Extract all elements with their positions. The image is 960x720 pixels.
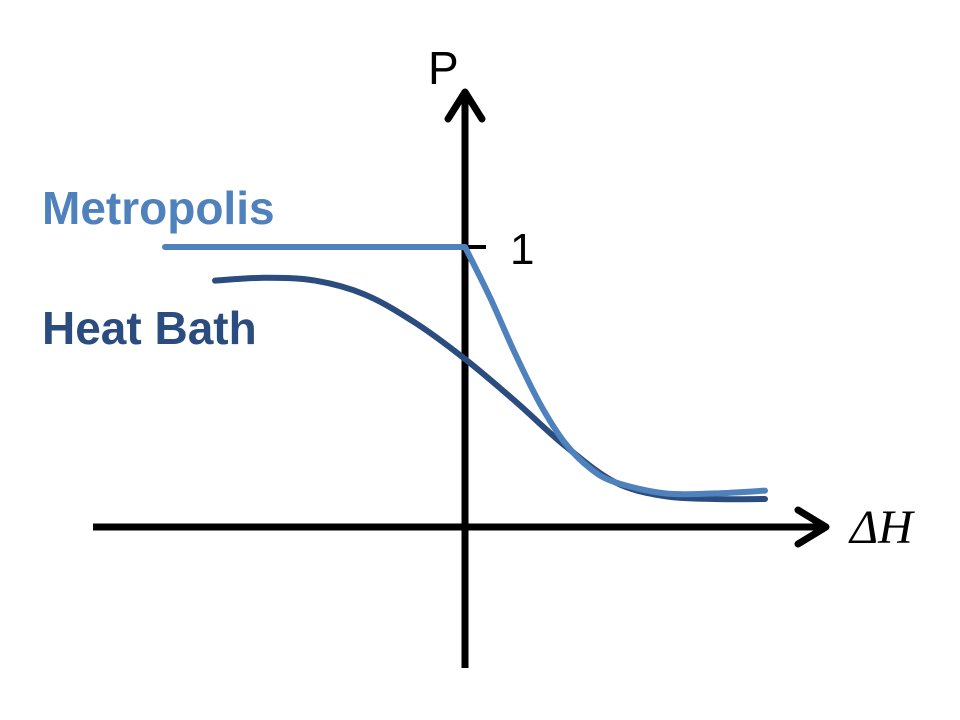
y-axis-arrow-icon [444,88,486,123]
series-line-heat-bath [212,274,768,503]
series-line-metropolis [162,244,768,498]
x-axis-arrow-icon [794,506,830,548]
y-axis-label: P [428,42,459,94]
y-tick-label: 1 [510,225,534,274]
legend-label-heat-bath: Heat Bath [42,302,257,354]
x-axis-label: ΔH [848,501,915,554]
legend-label-metropolis: Metropolis [42,182,275,234]
